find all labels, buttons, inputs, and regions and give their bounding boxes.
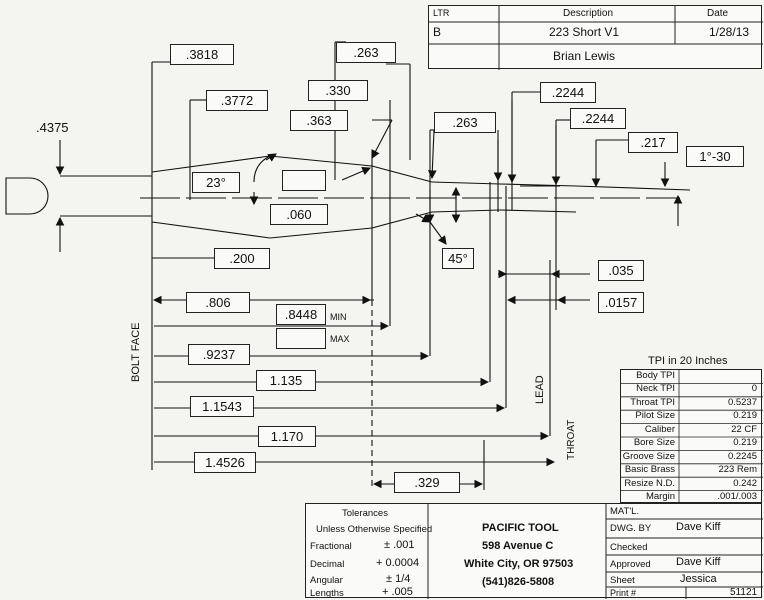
tpi-value-bore: 0.219 bbox=[733, 437, 757, 448]
info-print-value: 51121 bbox=[730, 587, 758, 598]
dim-217: .217 bbox=[628, 132, 678, 153]
dim-329: .329 bbox=[394, 472, 460, 493]
dim-23deg: 23° bbox=[192, 172, 240, 193]
company-street: 598 Avenue C bbox=[482, 540, 554, 552]
rev-letter: B bbox=[433, 25, 442, 39]
tol-label-angular: Angular bbox=[310, 575, 343, 586]
dim-363: .363 bbox=[290, 110, 348, 131]
tol-value-lengths: + .005 bbox=[382, 586, 413, 598]
dim-3818: .3818 bbox=[170, 44, 234, 65]
tpi-label-bore: Bore Size bbox=[633, 437, 675, 448]
dim-1135: 1.135 bbox=[256, 370, 316, 391]
dim-2244-upper: .2244 bbox=[540, 82, 596, 103]
tpi-value-neck: 0 bbox=[751, 383, 757, 394]
tpi-label-throat: Throat TPI bbox=[630, 397, 675, 408]
dim-blank-box bbox=[282, 170, 326, 191]
info-approved-value: Dave Kiff bbox=[676, 556, 721, 568]
dim-min-label: MIN bbox=[330, 312, 347, 322]
tolerances-title: Tolerances bbox=[342, 508, 388, 519]
tol-label-decimal: Decimal bbox=[310, 559, 345, 570]
rev-description: 223 Short V1 bbox=[549, 25, 620, 39]
tpi-label-margin: Margin bbox=[645, 491, 675, 502]
dim-806: .806 bbox=[186, 292, 250, 313]
company-city: White City, OR 97503 bbox=[464, 558, 574, 570]
dim-1deg30: 1°-30 bbox=[686, 146, 744, 167]
info-matl-label: MAT'L. bbox=[610, 506, 640, 517]
dim-11543: 1.1543 bbox=[190, 396, 254, 417]
tol-label-fractional: Fractional bbox=[310, 541, 352, 552]
rev-date: 1/28/13 bbox=[709, 25, 750, 39]
tpi-label-neck: Neck TPI bbox=[636, 383, 675, 394]
dim-1170: 1.170 bbox=[258, 426, 316, 447]
tpi-value-pilot: 0.219 bbox=[733, 410, 757, 421]
dim-060: .060 bbox=[270, 204, 328, 225]
info-dwg-by-label: DWG. BY bbox=[610, 523, 652, 534]
tpi-title: TPI in 20 Inches bbox=[648, 355, 728, 367]
tpi-value-caliber: 22 CF bbox=[731, 424, 757, 435]
tpi-label-brass: Basic Brass bbox=[624, 464, 675, 475]
dim-0157: .0157 bbox=[598, 292, 644, 313]
tol-value-fractional: ± .001 bbox=[384, 539, 415, 551]
bolt-face-label: BOLT FACE bbox=[130, 322, 142, 382]
rev-header-ltr: LTR bbox=[433, 8, 450, 18]
info-dwg-by-value: Dave Kiff bbox=[676, 521, 721, 533]
tpi-value-brass: 223 Rem bbox=[718, 464, 757, 475]
tolerances-subtitle: Unless Otherwise Specified bbox=[316, 524, 433, 535]
dim-4375: .4375 bbox=[36, 120, 69, 135]
info-sheet-label: Sheet bbox=[610, 575, 635, 586]
info-print-label: Print # bbox=[610, 588, 637, 598]
tpi-label-groove: Groove Size bbox=[622, 451, 675, 462]
tpi-label-body: Body TPI bbox=[636, 370, 675, 381]
dim-3772: .3772 bbox=[206, 90, 268, 111]
title-block-grid bbox=[427, 504, 763, 599]
info-approved-label: Approved bbox=[610, 559, 651, 570]
tpi-label-pilot: Pilot Size bbox=[635, 410, 675, 421]
tpi-value-margin: .001/.003 bbox=[717, 491, 757, 502]
revision-block: LTR Description Date B 223 Short V1 1/28… bbox=[428, 5, 763, 70]
tol-value-decimal: + 0.0004 bbox=[376, 557, 420, 569]
revision-grid bbox=[429, 6, 763, 70]
tpi-value-groove: 0.2245 bbox=[727, 451, 757, 462]
info-checked-label: Checked bbox=[610, 542, 648, 553]
tol-label-lengths: Lengths bbox=[310, 588, 344, 599]
dim-max-box bbox=[276, 328, 326, 349]
lead-label: LEAD bbox=[534, 375, 546, 404]
throat-label: THROAT bbox=[566, 419, 577, 460]
tpi-value-resize: 0.242 bbox=[733, 478, 757, 489]
dim-8448: .8448 bbox=[276, 304, 326, 325]
dim-200: .200 bbox=[214, 248, 270, 269]
dim-9237: .9237 bbox=[188, 344, 250, 365]
company-name: PACIFIC TOOL bbox=[482, 522, 559, 534]
dim-035: .035 bbox=[598, 260, 644, 281]
dim-2244-lower: .2244 bbox=[570, 108, 626, 129]
tpi-label-caliber: Caliber bbox=[644, 424, 675, 435]
dim-max-label: MAX bbox=[330, 334, 350, 344]
dim-263-top: .263 bbox=[336, 42, 396, 63]
rev-author: Brian Lewis bbox=[553, 49, 616, 63]
rev-header-date: Date bbox=[707, 8, 729, 19]
tpi-grid bbox=[621, 370, 763, 504]
dim-330: .330 bbox=[308, 80, 368, 101]
tol-value-angular: ± 1/4 bbox=[386, 573, 411, 585]
rev-header-description: Description bbox=[563, 8, 614, 19]
title-block: Tolerances Unless Otherwise Specified Fr… bbox=[305, 503, 763, 599]
tpi-value-throat: 0.5237 bbox=[727, 397, 757, 408]
tpi-label-resize: Resize N.D. bbox=[624, 478, 675, 489]
dim-45deg: 45° bbox=[442, 248, 474, 269]
tpi-table: Body TPI Neck TPI 0 Throat TPI 0.5237 Pi… bbox=[620, 369, 763, 504]
company-phone: (541)826-5808 bbox=[482, 576, 555, 588]
info-sheet-value: Jessica bbox=[680, 573, 717, 585]
dim-14526: 1.4526 bbox=[194, 452, 256, 473]
dim-263-mid: .263 bbox=[434, 112, 496, 133]
